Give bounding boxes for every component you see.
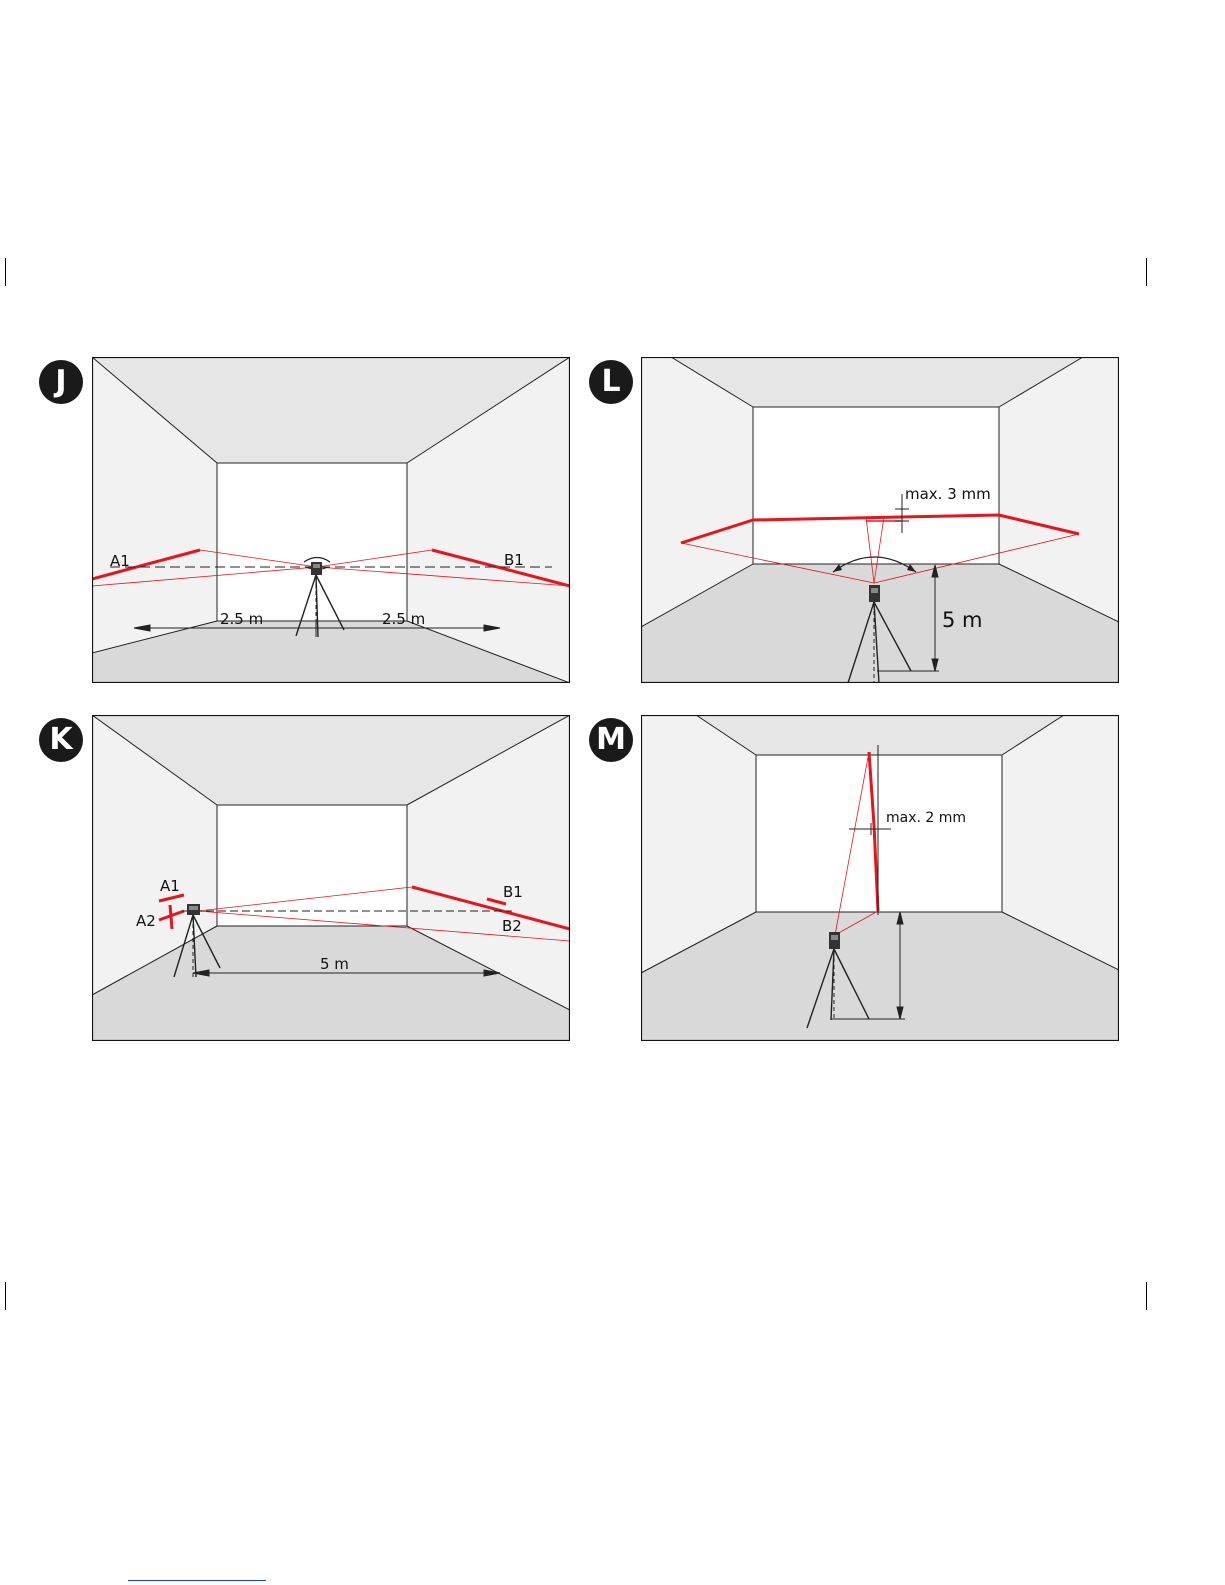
figure-k-room: A1 A2 B1 B2 5 m bbox=[92, 715, 570, 1041]
figure-badge-l: L bbox=[589, 360, 633, 404]
crop-mark-top-left bbox=[5, 258, 6, 286]
label-a2: A2 bbox=[136, 912, 156, 930]
figure-j-panel: A1 B1 2.5 m 2.5 m bbox=[92, 357, 570, 683]
crop-mark-top-right bbox=[1146, 258, 1147, 286]
figure-k-panel: A1 A2 B1 B2 5 m bbox=[92, 715, 570, 1041]
figure-badge-k: K bbox=[39, 718, 83, 762]
crop-mark-bottom-right bbox=[1146, 1282, 1147, 1310]
figure-l-panel: max. 3 mm 5 m bbox=[641, 357, 1119, 683]
label-a1: A1 bbox=[160, 877, 180, 895]
figure-m-panel: max. 2 mm bbox=[641, 715, 1119, 1041]
label-a1: A1 bbox=[110, 552, 130, 570]
label-distance-k: 5 m bbox=[320, 955, 349, 973]
crop-mark-bottom-left bbox=[5, 1282, 6, 1310]
figure-badge-m: M bbox=[589, 718, 633, 762]
label-tolerance-l: max. 3 mm bbox=[905, 485, 991, 503]
figure-m-room: max. 2 mm bbox=[641, 715, 1119, 1041]
footer-link-underline bbox=[128, 1580, 266, 1581]
figure-badge-j: J bbox=[39, 360, 83, 404]
label-b1: B1 bbox=[503, 883, 523, 901]
label-height-l: 5 m bbox=[942, 608, 983, 632]
label-distance-left: 2.5 m bbox=[220, 610, 263, 628]
figure-l-room: max. 3 mm 5 m bbox=[641, 357, 1119, 683]
label-b1: B1 bbox=[504, 551, 524, 569]
figure-j-room: A1 B1 2.5 m 2.5 m bbox=[92, 357, 570, 683]
label-tolerance-m: max. 2 mm bbox=[886, 810, 966, 826]
label-distance-right: 2.5 m bbox=[382, 610, 425, 628]
label-b2: B2 bbox=[502, 917, 522, 935]
